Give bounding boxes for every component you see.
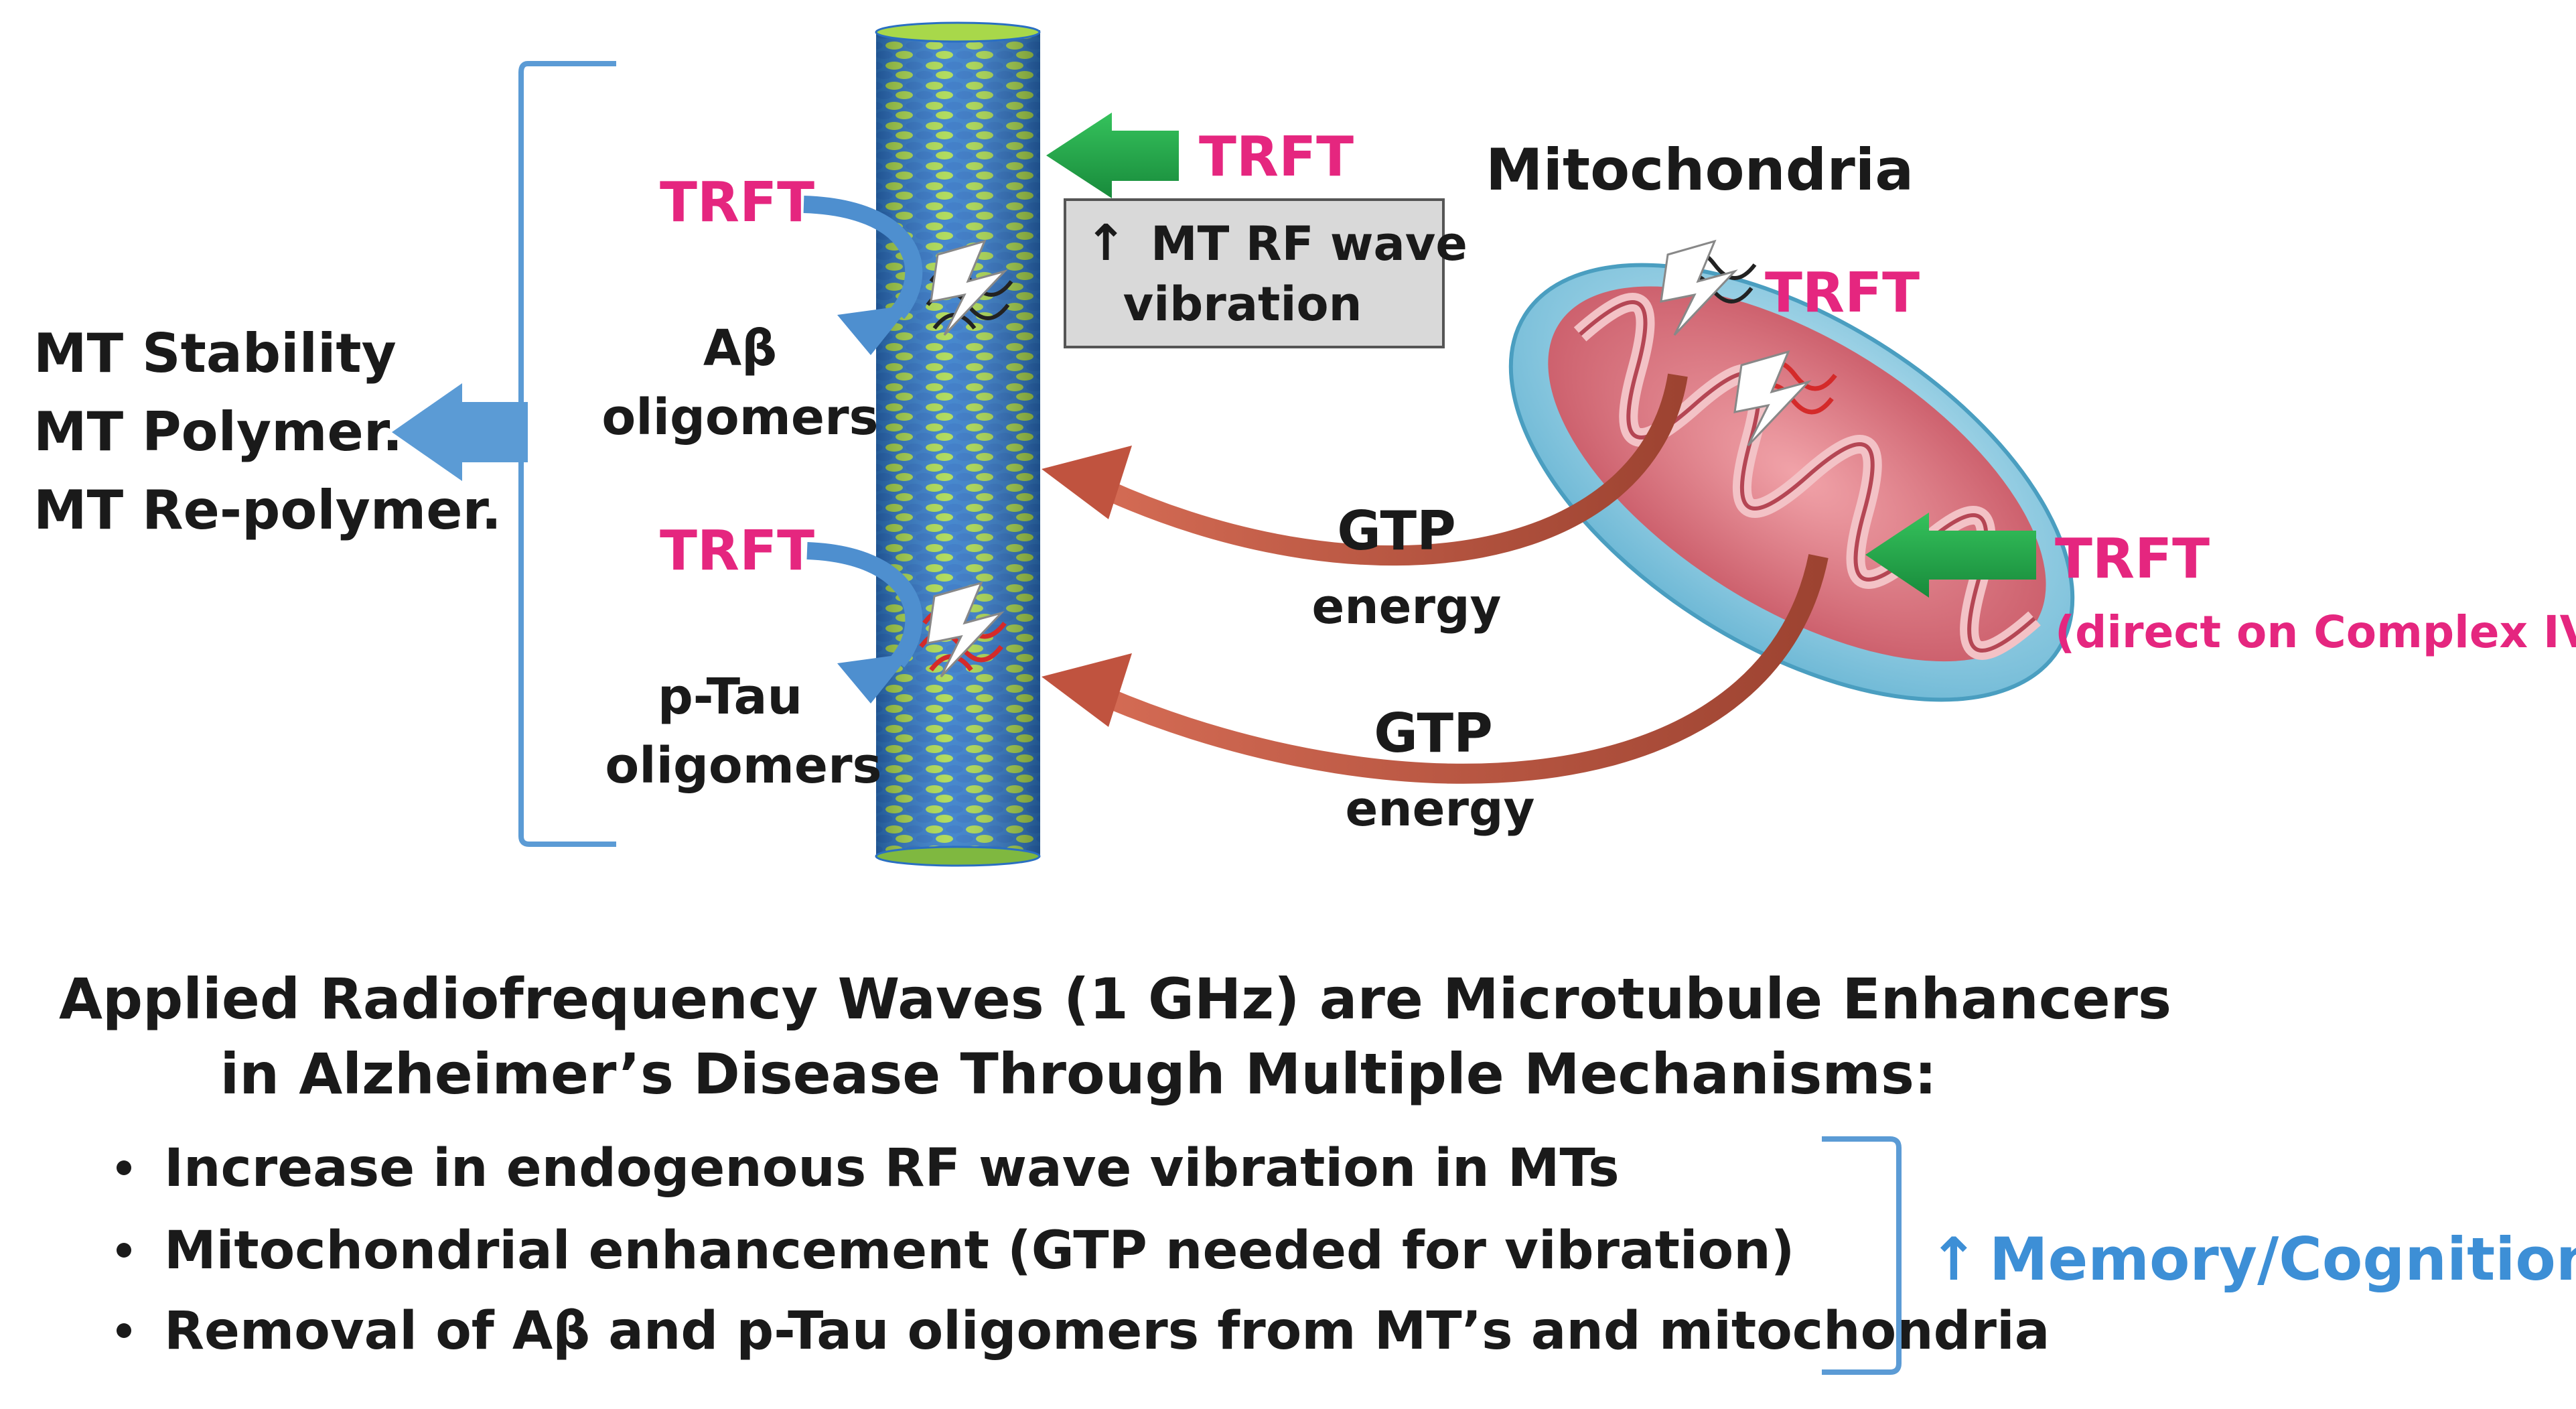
trft-curve-arrow-lower (806, 542, 923, 668)
rf-box-up-arrow: ↑ (1085, 214, 1127, 272)
mitochondria-label: Mitochondria (1486, 137, 1914, 204)
green-arrow-to-mt (1046, 113, 1179, 198)
ptau-return-arrow (837, 653, 911, 703)
caption-line2: in Alzheimer’s Disease Through Multiple … (220, 1041, 1936, 1107)
complex-iv-label: (direct on Complex IV) (2055, 606, 2576, 658)
gtp-arrowhead-upper (1042, 446, 1132, 519)
microtubule (875, 21, 1041, 867)
energy-label-lower: energy (1346, 781, 1535, 837)
abeta-return-arrow (837, 305, 911, 355)
caption-line1: Applied Radiofrequency Waves (1 GHz) are… (59, 966, 2171, 1032)
effect-mt-repolymer: MT Re-polymer. (33, 479, 502, 541)
green-arrow-to-complex-iv (1865, 513, 2036, 598)
effect-mt-polymer: MT Polymer. (33, 401, 403, 463)
outcome-up-arrow: ↑ (1929, 1225, 1979, 1294)
energy-label-upper: energy (1312, 578, 1502, 634)
trft-label-complex-iv: TRFT (2055, 527, 2210, 591)
gtp-arrow-lower (1101, 553, 1829, 784)
abeta-label-line2: oligomers (601, 389, 878, 446)
bullet-dot-1 (117, 1160, 131, 1175)
trft-label-upper-mt: TRFT (660, 171, 814, 234)
bullet-dot-3 (117, 1323, 131, 1338)
effects-arrow (392, 383, 528, 481)
mechanism-item-1: Increase in endogenous RF wave vibration… (164, 1138, 1620, 1199)
rf-box-line2: vibration (1123, 277, 1362, 332)
ptau-label-line1: p-Tau (658, 668, 802, 726)
lightning-icon-ptau (926, 581, 1005, 678)
trft-label-lower-mt: TRFT (660, 519, 814, 583)
lightning-icon-mito-lower (1733, 350, 1812, 447)
trft-label-rf: TRFT (1199, 125, 1354, 189)
effect-mt-stability: MT Stability (33, 322, 397, 385)
rf-box-line1: MT RF wave (1151, 216, 1468, 271)
abeta-label-line1: Aβ (703, 320, 777, 377)
lightning-icon-abeta (930, 239, 1008, 336)
mechanism-item-2: Mitochondrial enhancement (GTP needed fo… (164, 1221, 1794, 1281)
right-bracket (1822, 1136, 1902, 1375)
trft-label-mito: TRFT (1765, 261, 1920, 325)
lightning-icon-mito-upper (1660, 239, 1738, 336)
bullet-dot-2 (117, 1243, 131, 1258)
gtp-arrowhead-lower (1042, 653, 1132, 727)
gtp-label-upper: GTP (1337, 500, 1455, 562)
gtp-label-lower: GTP (1374, 702, 1492, 764)
outcome-label: Memory/Cognition (1989, 1225, 2576, 1294)
gtp-arrow-upper (1100, 373, 1688, 566)
rf-vibration-box (1064, 198, 1445, 348)
ptau-label-line2: oligomers (605, 737, 881, 795)
left-bracket (518, 61, 616, 847)
trft-curve-arrow-upper (803, 196, 923, 320)
mechanism-item-3: Removal of Aβ and p-Tau oligomers from M… (164, 1301, 2050, 1361)
